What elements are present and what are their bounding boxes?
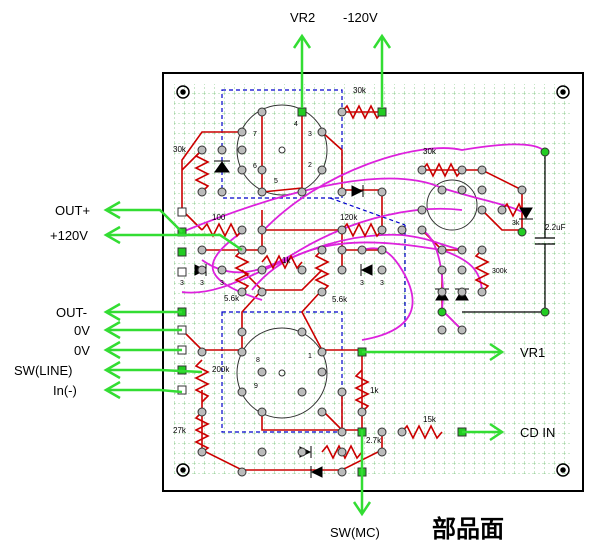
- label-r-1k-mid: 1k: [282, 256, 291, 265]
- label-out-plus: OUT+: [55, 203, 90, 218]
- pin-number: 3: [180, 280, 184, 287]
- pin-number: 2: [308, 162, 312, 169]
- pin-number: 7: [253, 131, 257, 138]
- label-vr2: VR2: [290, 10, 315, 25]
- label-r-30k-left: 30k: [173, 145, 187, 154]
- pin-number: 3: [360, 280, 364, 287]
- label-r-15k: 15k: [423, 415, 437, 424]
- label-r-30k-top: 30k: [353, 86, 367, 95]
- label-r-2-7k: 2.7k: [366, 436, 382, 445]
- label-r-100: 100: [212, 213, 226, 222]
- label-r-1k-lower: 1k: [370, 386, 379, 395]
- label-out-minus: OUT-: [56, 305, 87, 320]
- label-sw-mc: SW(MC): [330, 525, 380, 540]
- pin-number: 3: [380, 280, 384, 287]
- label-r-5-6k-right: 5.6k: [332, 295, 348, 304]
- mounting-holes: [176, 85, 570, 477]
- label-r-30k-right: 30k: [423, 147, 437, 156]
- label-r-27k: 27k: [173, 426, 187, 435]
- label-r-3k: 3k: [512, 220, 520, 227]
- label-r-120k: 120k: [340, 213, 358, 222]
- label-sw-line: SW(LINE): [14, 363, 73, 378]
- pin-number: 5: [274, 178, 278, 185]
- label-pos120v: +120V: [50, 228, 88, 243]
- pin-number: 6: [253, 163, 257, 170]
- resistors: [194, 104, 531, 460]
- pin-number: 1: [308, 353, 312, 360]
- tube-socket-right: [329, 179, 478, 330]
- pin-number: 3: [200, 280, 204, 287]
- capacitor-2-2uf: [462, 152, 555, 313]
- label-r-200k: 200k: [212, 365, 230, 374]
- label-capacitor: 2.2uF: [545, 223, 566, 232]
- signal-arrows: [103, 33, 505, 517]
- label-r-300k: 300k: [492, 268, 508, 275]
- tube-socket-lower: [221, 311, 343, 433]
- label-0v-1: 0V: [74, 323, 90, 338]
- label-r-5-6k-left: 5.6k: [224, 294, 240, 303]
- pin-number: 4: [294, 121, 298, 128]
- label-0v-2: 0V: [74, 343, 90, 358]
- pin-number: 3: [308, 131, 312, 138]
- label-cd-in: CD IN: [520, 425, 555, 440]
- pin-number: 8: [256, 357, 260, 364]
- label-in-minus: In(-): [53, 383, 77, 398]
- tube-socket-upper: [221, 89, 343, 199]
- pad-grid: [174, 84, 570, 474]
- label-neg120v: -120V: [343, 10, 378, 25]
- pin-number: 3: [220, 280, 224, 287]
- pin-number: 9: [254, 383, 258, 390]
- label-vr1: VR1: [520, 345, 545, 360]
- page-title: 部品面: [432, 515, 504, 543]
